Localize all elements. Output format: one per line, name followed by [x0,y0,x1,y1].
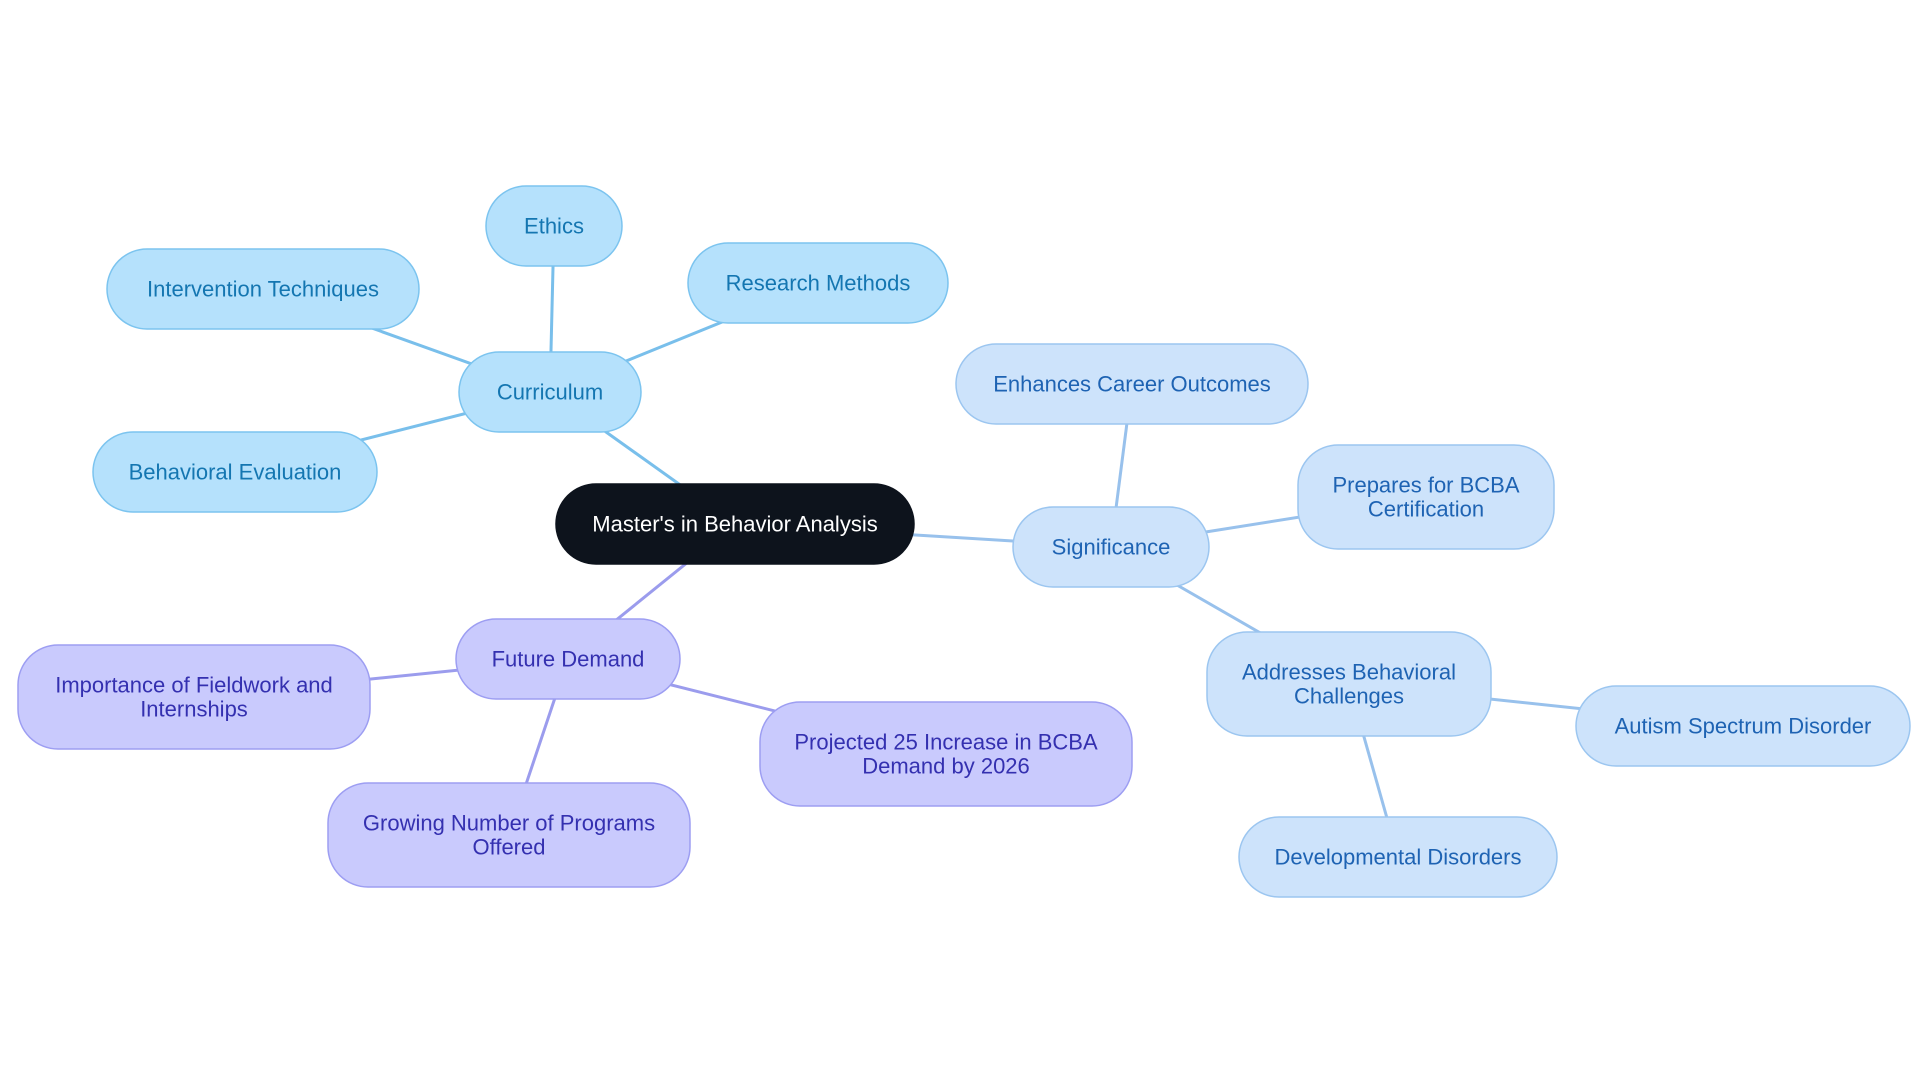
node-root-label: Master's in Behavior Analysis [592,512,877,537]
node-research-label: Research Methods [726,271,911,296]
node-root-shape [555,483,915,565]
node-demand[interactable]: Future Demand [455,618,681,700]
node-challenges-shape [1206,631,1492,737]
node-ethics-label: Ethics [524,214,584,239]
node-programs-label-line-1: Growing Number of Programs [363,811,655,836]
node-bcba-shape [1297,444,1555,550]
node-evaluation-label: Behavioral Evaluation [129,460,342,485]
node-career-shape [955,343,1309,425]
node-research-shape [687,242,949,324]
node-significance-label: Significance [1052,535,1171,560]
node-programs-shape [327,782,691,888]
node-research[interactable]: Research Methods [687,242,949,324]
node-fieldwork-label-line-2: Internships [140,697,248,722]
node-intervention-shape [106,248,420,330]
node-autism[interactable]: Autism Spectrum Disorder [1575,685,1911,767]
node-autism-label: Autism Spectrum Disorder [1615,714,1872,739]
node-curriculum[interactable]: Curriculum [458,351,642,433]
node-bcba-label-line-2: Certification [1368,497,1484,522]
node-demand-label: Future Demand [492,647,645,672]
node-evaluation[interactable]: Behavioral Evaluation [92,431,378,513]
node-fieldwork-label-line-1: Importance of Fieldwork and [55,673,333,698]
node-intervention[interactable]: Intervention Techniques [106,248,420,330]
node-challenges-label-line-1: Addresses Behavioral [1242,660,1456,685]
nodes: Master's in Behavior Analysis Curriculum E… [17,185,1911,898]
node-projected-label-line-2: Demand by 2026 [862,754,1030,779]
node-programs-label-line-2: Offered [473,835,546,860]
node-significance-shape [1012,506,1210,588]
node-career-label: Enhances Career Outcomes [993,372,1271,397]
node-developmental-label: Developmental Disorders [1275,845,1522,870]
node-demand-shape [455,618,681,700]
node-ethics[interactable]: Ethics [485,185,623,267]
node-curriculum-shape [458,351,642,433]
node-significance[interactable]: Significance [1012,506,1210,588]
node-career[interactable]: Enhances Career Outcomes [955,343,1309,425]
node-evaluation-shape [92,431,378,513]
node-challenges-label-line-2: Challenges [1294,684,1404,709]
node-projected-label-line-1: Projected 25 Increase in BCBA [794,730,1098,755]
node-autism-shape [1575,685,1911,767]
node-intervention-label: Intervention Techniques [147,277,379,302]
node-bcba-label-line-1: Prepares for BCBA [1332,473,1519,498]
node-fieldwork-shape [17,644,371,750]
node-ethics-shape [485,185,623,267]
node-developmental-shape [1238,816,1558,898]
node-curriculum-label: Curriculum [497,380,603,405]
node-developmental[interactable]: Developmental Disorders [1238,816,1558,898]
node-projected-shape [759,701,1133,807]
node-root[interactable]: Master's in Behavior Analysis [555,483,915,565]
